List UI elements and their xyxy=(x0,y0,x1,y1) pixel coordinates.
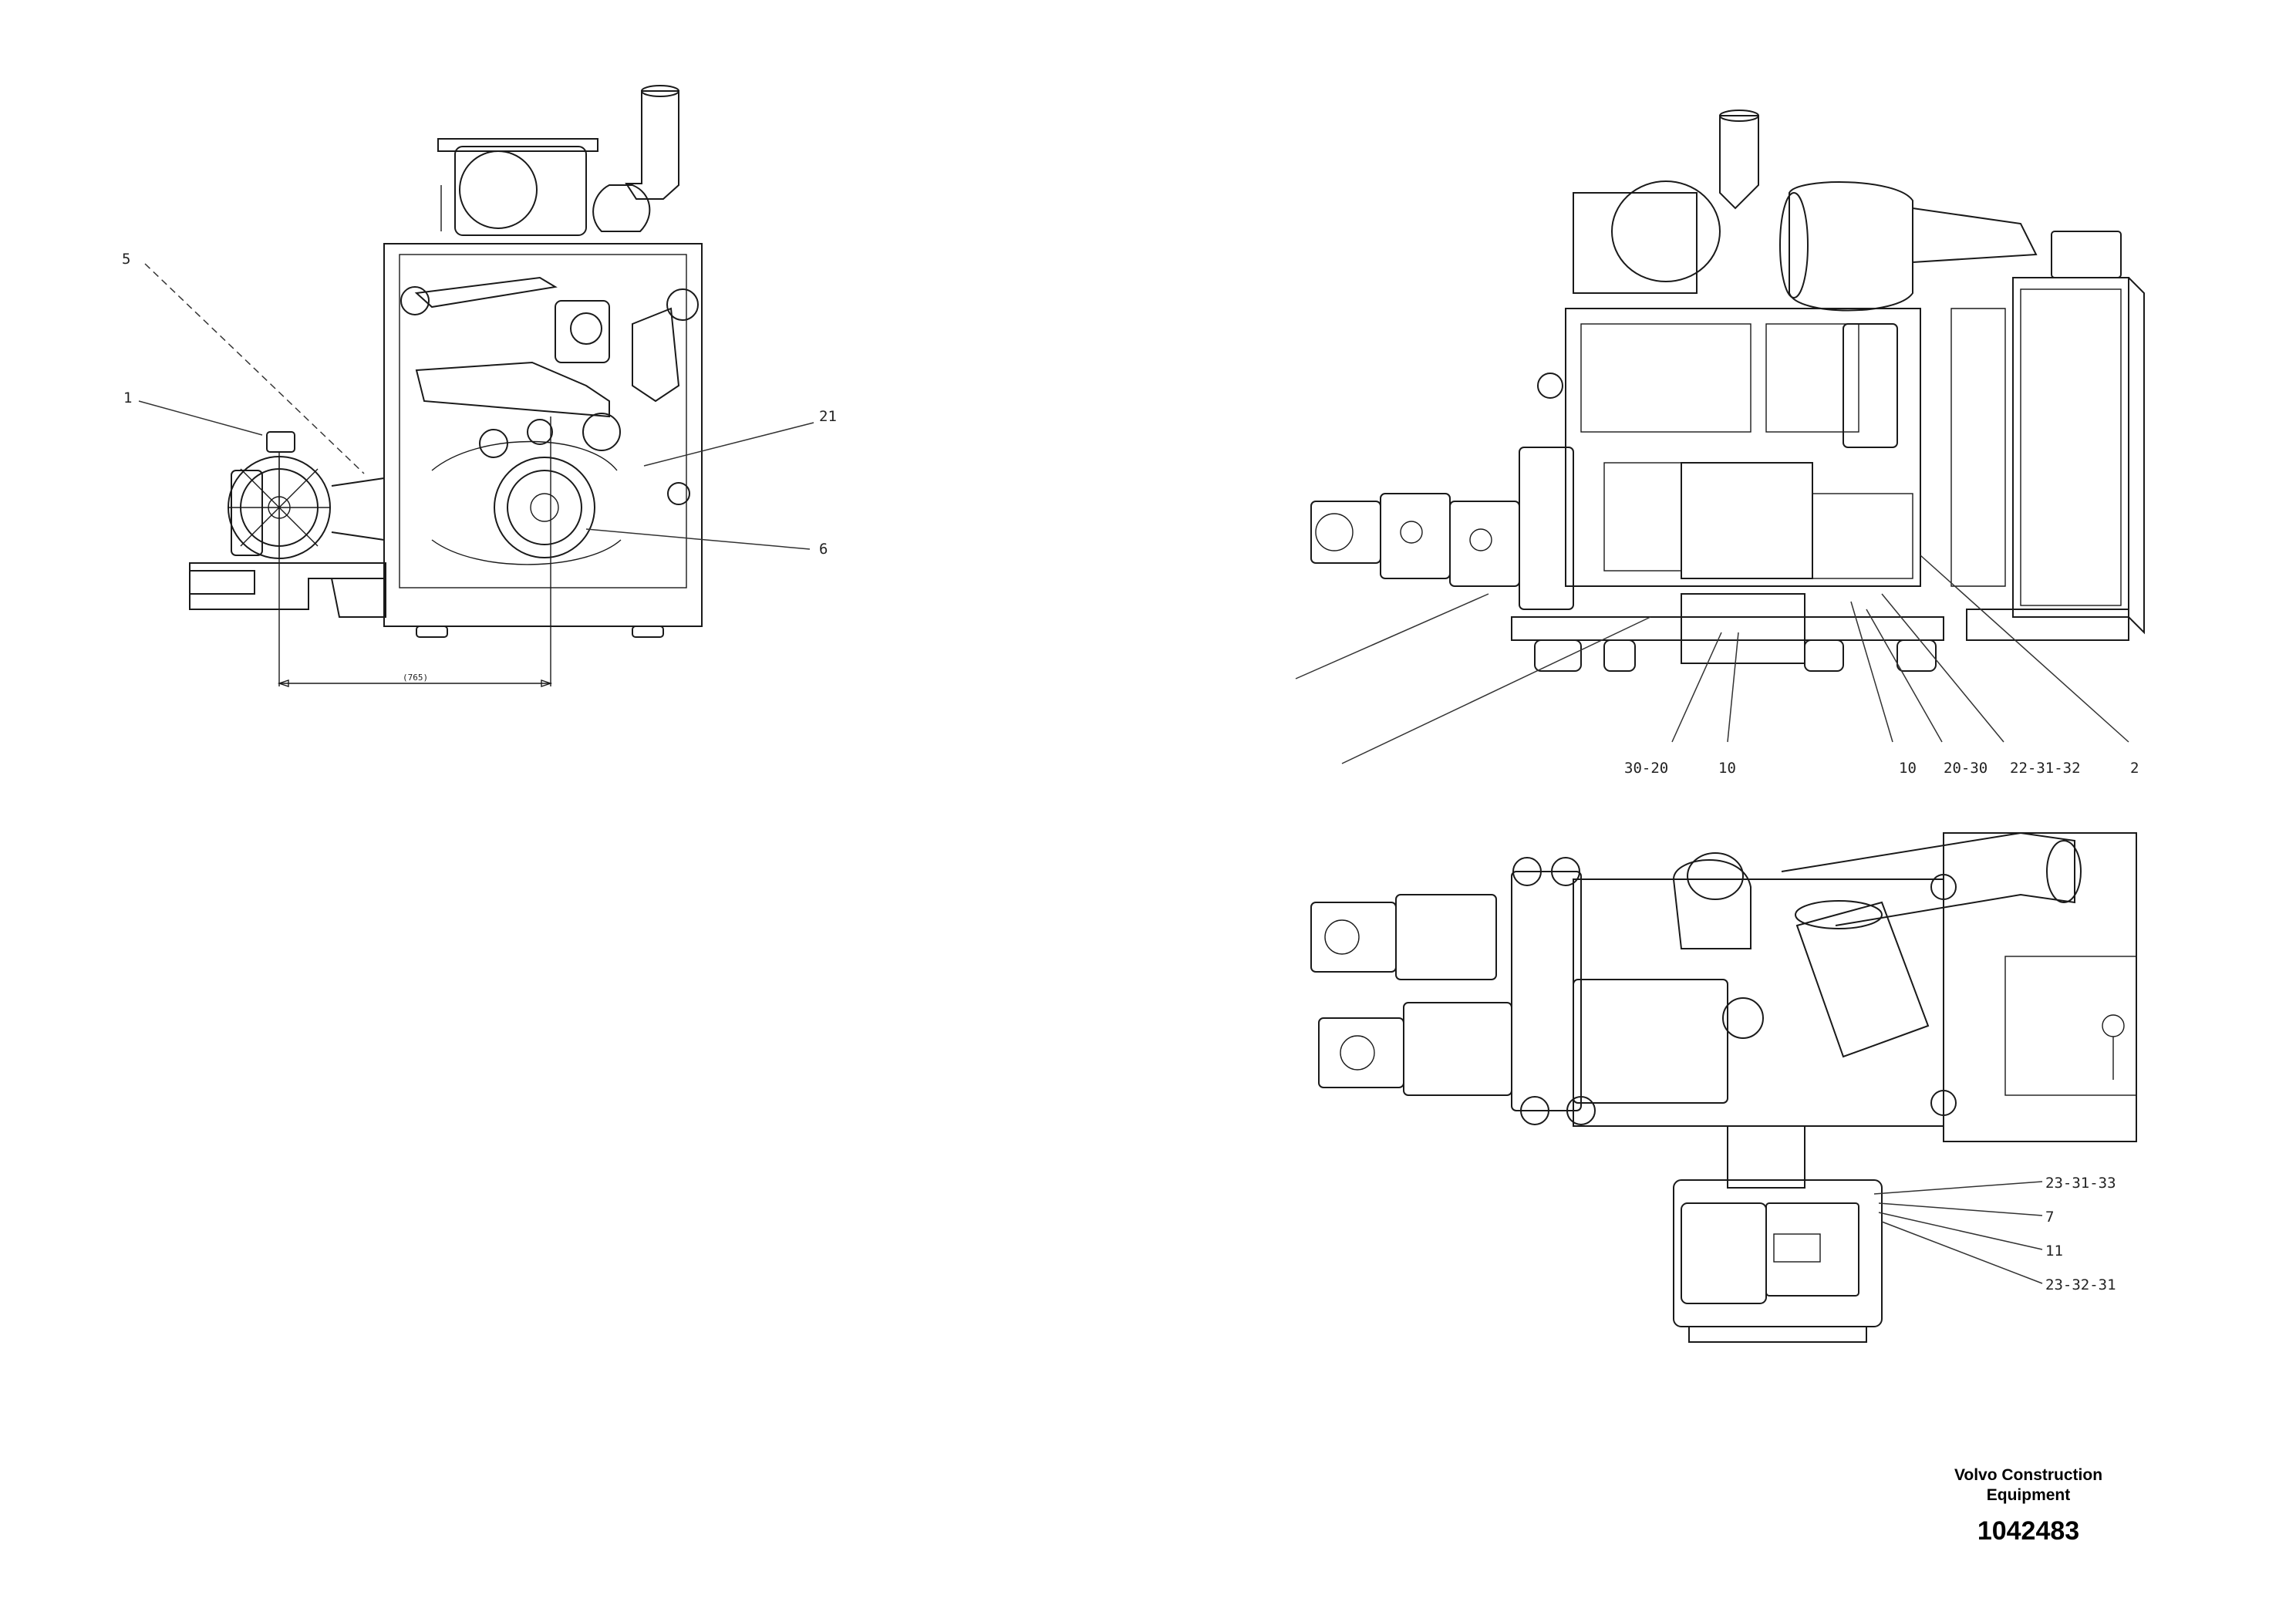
callout-label: 22-31-32 xyxy=(2010,760,2081,777)
callout-label: 7 xyxy=(2045,1209,2054,1226)
engine-side-view: 30-20 10 10 20-30 22-31-32 2 xyxy=(1295,110,2145,777)
callout-label: 23-31-33 xyxy=(2045,1175,2116,1192)
dimension-label: (765) xyxy=(403,673,428,683)
title-block: Volvo Construction Equipment 1042483 xyxy=(1913,1465,2144,1546)
callout-label: 20-30 xyxy=(1944,760,1988,777)
callout-label: 2 xyxy=(2130,760,2139,777)
drawing-number: 1042483 xyxy=(1977,1516,2080,1546)
engine-top-view: 23-31-33 7 11 23-32-31 xyxy=(1310,831,2137,1343)
callout-label: 23-32-31 xyxy=(2045,1276,2116,1293)
callout-label: 1 xyxy=(123,389,132,406)
callout-label: 11 xyxy=(2045,1243,2063,1259)
callout-label: 21 xyxy=(819,408,837,425)
callout-label: 5 xyxy=(122,251,130,268)
callout-label: 10 xyxy=(1899,760,1917,777)
callout-label: 10 xyxy=(1718,760,1736,777)
callout-label: 30-20 xyxy=(1624,760,1668,777)
callout-label: 6 xyxy=(819,541,828,558)
engine-front-view: (765) 5 1 21 6 xyxy=(122,85,837,687)
publisher-name: Volvo Construction Equipment xyxy=(1954,1466,2103,1504)
